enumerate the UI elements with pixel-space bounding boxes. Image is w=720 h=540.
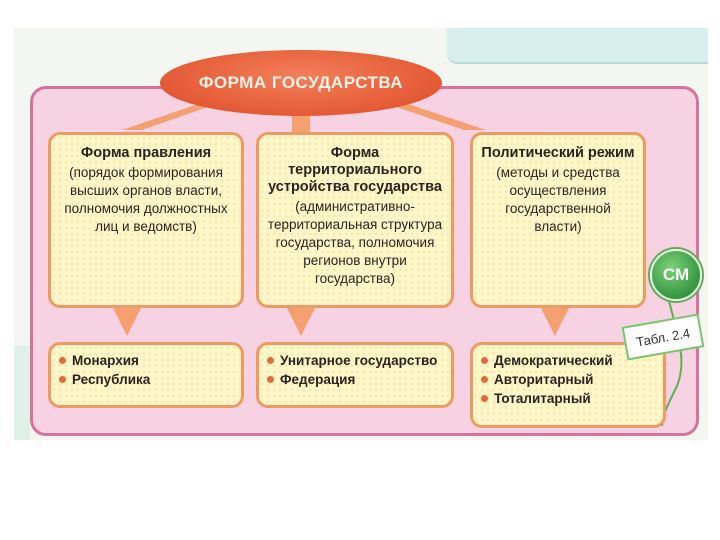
item-label: Авторитарный bbox=[494, 372, 594, 387]
connector-root-col2 bbox=[292, 112, 310, 132]
desc-line: регионов внутри bbox=[303, 253, 407, 268]
desc-line: полномочия должностных bbox=[64, 201, 228, 216]
bullet-icon bbox=[59, 356, 66, 364]
column-1-definition: Форма правления (порядок формирования вы… bbox=[48, 132, 244, 308]
desc-line: государственной bbox=[505, 201, 611, 216]
column-1-title: Форма правления bbox=[51, 145, 241, 162]
column-3-description: (методы и средства осуществления государ… bbox=[473, 164, 643, 236]
bullet-icon bbox=[59, 375, 66, 383]
column-2-title: Форма территориального устройства госуда… bbox=[259, 145, 451, 196]
list-item: Унитарное государство bbox=[259, 351, 451, 370]
table-reference-label: Табл. 2.4 bbox=[634, 324, 692, 350]
desc-line: государства) bbox=[314, 271, 396, 286]
list-item: Монархия bbox=[51, 351, 241, 370]
column-1-types: Монархия Республика bbox=[48, 342, 244, 408]
list-item: Тоталитарный bbox=[473, 389, 663, 408]
teal-header-strip bbox=[447, 28, 708, 64]
bullet-icon bbox=[481, 356, 488, 364]
root-node: ФОРМА ГОСУДАРСТВА bbox=[160, 50, 442, 116]
bullet-icon bbox=[481, 394, 488, 402]
connectors bbox=[112, 100, 683, 427]
list-item: Авторитарный bbox=[473, 370, 663, 389]
arrow-col1 bbox=[112, 306, 142, 336]
column-1-description: (порядок формирования высших органов вла… bbox=[51, 164, 241, 236]
desc-line: высших органов власти, bbox=[69, 183, 222, 198]
title-line: Форма территориального bbox=[288, 145, 422, 178]
desc-line: лиц и ведомств) bbox=[95, 219, 197, 234]
bullet-icon bbox=[267, 356, 274, 364]
column-2-description: (административно- территориальная структ… bbox=[259, 198, 451, 288]
title-line: Политический режим bbox=[481, 145, 635, 161]
column-3-types: Демократический Авторитарный Тоталитарны… bbox=[470, 342, 666, 428]
list-item: Республика bbox=[51, 370, 241, 389]
list-item: Федерация bbox=[259, 370, 451, 389]
connector-root-col3 bbox=[376, 100, 486, 130]
column-2-definition: Форма территориального устройства госуда… bbox=[256, 132, 454, 308]
item-label: Демократический bbox=[494, 353, 613, 368]
connector-root-col1 bbox=[122, 100, 228, 130]
item-label: Республика bbox=[72, 372, 151, 387]
bullet-icon bbox=[267, 375, 274, 383]
sm-badge-label: СМ bbox=[662, 265, 690, 284]
scanned-page: ФОРМА ГОСУДАРСТВА Форма правления (поряд… bbox=[14, 28, 708, 440]
desc-line: власти) bbox=[534, 219, 582, 234]
desc-line: (порядок формирования bbox=[69, 165, 223, 180]
item-label: Федерация bbox=[280, 372, 356, 387]
root-label: ФОРМА ГОСУДАРСТВА bbox=[198, 73, 404, 92]
desc-line: осуществления bbox=[509, 183, 607, 198]
column-2-types: Унитарное государство Федерация bbox=[256, 342, 454, 408]
sm-badge: СМ bbox=[650, 249, 702, 301]
column-3-title: Политический режим bbox=[473, 145, 643, 162]
column-3-definition: Политический режим (методы и средства ос… bbox=[470, 132, 646, 308]
arrow-col3 bbox=[540, 306, 570, 336]
desc-line: территориальная структура bbox=[267, 217, 443, 232]
item-label: Тоталитарный bbox=[494, 391, 591, 406]
bullet-icon bbox=[481, 375, 488, 383]
list-item: Демократический bbox=[473, 351, 663, 370]
title-line: устройства государства bbox=[268, 179, 442, 195]
title-line: Форма правления bbox=[80, 145, 212, 161]
item-label: Монархия bbox=[72, 353, 139, 368]
green-side-strip bbox=[14, 346, 30, 440]
item-label: Унитарное государство bbox=[280, 353, 438, 368]
desc-line: государства, полномочия bbox=[275, 235, 435, 250]
desc-line: (методы и средства bbox=[496, 165, 620, 180]
desc-line: (административно- bbox=[295, 199, 415, 214]
arrow-col2 bbox=[286, 306, 316, 336]
